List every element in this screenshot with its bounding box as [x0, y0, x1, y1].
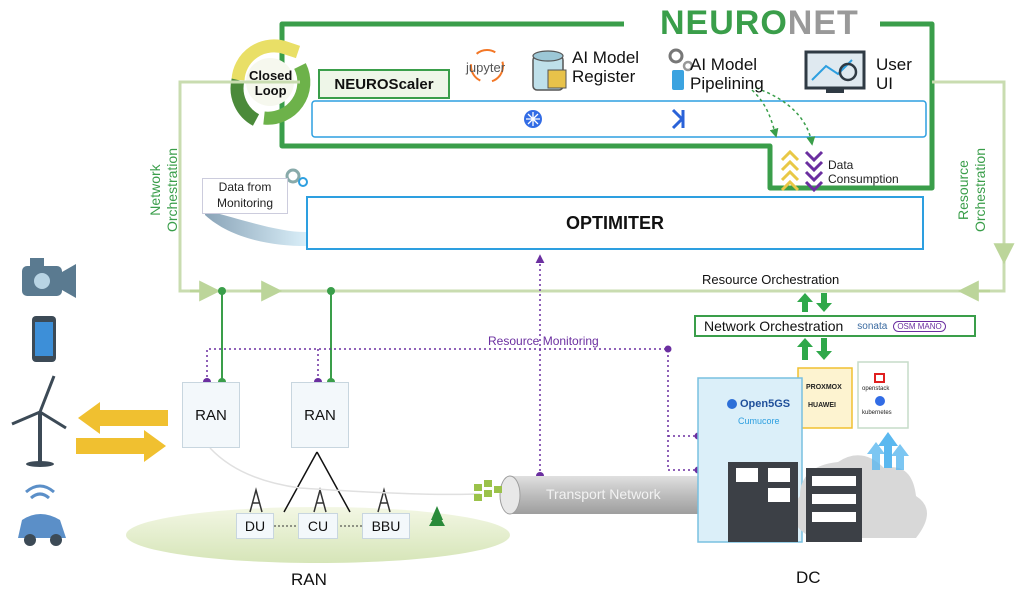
magnifier-icon	[838, 62, 858, 82]
right-arrow-yellow	[76, 430, 166, 462]
resource-monitoring-line	[206, 348, 669, 470]
proxmox-logo: PROXMOX	[806, 384, 842, 391]
openstack-logo: openstack	[862, 386, 890, 392]
neuroscaler-box[interactable]: NEUROScaler	[318, 69, 450, 99]
orch-double-arrow-down	[816, 293, 832, 312]
jupyter-label: jupyter	[466, 60, 506, 75]
gear-icon-2	[682, 60, 694, 72]
optimiter-box[interactable]: OPTIMITER	[306, 196, 924, 250]
kubernetes-wheel-icon	[526, 112, 540, 126]
brand-part2: NET	[787, 4, 859, 42]
k8s-bar	[311, 100, 927, 138]
dc-double-arrow-up	[797, 338, 813, 360]
wifi-icon	[25, 484, 55, 500]
dc-panel-back-2	[857, 361, 909, 429]
openstack-logo-icon	[874, 373, 885, 383]
dc-panel-back-1	[797, 367, 853, 429]
closed-loop-label: Closed Loop	[249, 68, 293, 98]
pipelining-dashed-arrow-1	[751, 89, 779, 138]
ai-model-register-label[interactable]: AI Model Register	[572, 48, 640, 86]
data-consumption-chevron-2	[804, 150, 824, 193]
ran-box-1[interactable]: RAN	[182, 382, 240, 448]
orchestration-loop-line	[178, 80, 1006, 293]
tower-icon-1	[249, 487, 263, 513]
data-from-monitoring-box: Data from Monitoring	[202, 178, 288, 214]
data-consumption-label: Data Consumption	[828, 158, 899, 186]
pipeline-bottle-icon	[672, 70, 684, 90]
tower-icon-3	[377, 487, 391, 513]
open5gs-logo-icon	[727, 399, 737, 409]
orch-double-arrow-up	[797, 293, 813, 312]
car-icon	[18, 514, 66, 538]
dc-double-arrow-down	[816, 338, 832, 360]
osm-mano-logo: OSM MANO	[893, 320, 946, 332]
closed-loop-arrow-green	[263, 63, 311, 125]
resource-monitoring-label: Resource Monitoring	[488, 334, 599, 348]
resource-orchestration-side-label: Resource Orchestration	[955, 147, 988, 233]
user-ui-monitor-icon	[804, 50, 866, 90]
network-orchestration-box[interactable]: Network Orchestration sonata OSM MANO	[694, 315, 976, 337]
cumucore-logo: Cumucore	[738, 416, 780, 426]
kubeflow-icon	[671, 108, 685, 130]
kubernetes-small-icon	[875, 396, 885, 406]
tree-icon	[429, 506, 445, 526]
open5gs-logo: Open5GS	[740, 398, 791, 410]
switch-icon	[474, 484, 482, 491]
monitoring-flow-wedge	[205, 210, 306, 246]
network-orchestration-side-label: Network Orchestration	[147, 147, 180, 233]
cu-node[interactable]: CU	[298, 513, 338, 539]
transport-network-tube	[504, 476, 700, 514]
uplink-arrows-icon	[878, 432, 898, 468]
left-arrow-yellow	[78, 402, 168, 434]
dc-bottom-label: DC	[796, 568, 821, 587]
ran-box-2[interactable]: RAN	[291, 382, 349, 448]
transport-network-label: Transport Network	[546, 486, 661, 502]
huawei-logo: HUAWEI	[808, 402, 836, 409]
neuronet-logo: NEURONET	[660, 4, 859, 43]
closed-loop-arrow-dark	[230, 78, 260, 126]
gear-icon	[668, 48, 684, 64]
data-consumption-chevron-1	[780, 149, 800, 192]
jupyter-icon	[470, 49, 504, 83]
user-ui-label[interactable]: User UI	[876, 55, 912, 93]
ai-model-pipelining-label[interactable]: AI Model Pipelining	[690, 55, 764, 93]
kubernetes-logo: kubernetes	[862, 410, 892, 416]
ran-tree-links	[283, 451, 351, 513]
gears-icon	[285, 168, 301, 184]
resource-orchestration-label: Resource Orchestration	[702, 272, 840, 287]
closed-loop-arrow-yellow	[231, 39, 301, 81]
ran-bottom-label: RAN	[291, 570, 327, 589]
network-orchestration-label: Network Orchestration	[704, 318, 844, 334]
bbu-node[interactable]: BBU	[362, 513, 410, 539]
sonata-logo: sonata	[857, 320, 888, 332]
du-node[interactable]: DU	[236, 513, 274, 539]
brand-part1: NEURO	[660, 4, 788, 42]
